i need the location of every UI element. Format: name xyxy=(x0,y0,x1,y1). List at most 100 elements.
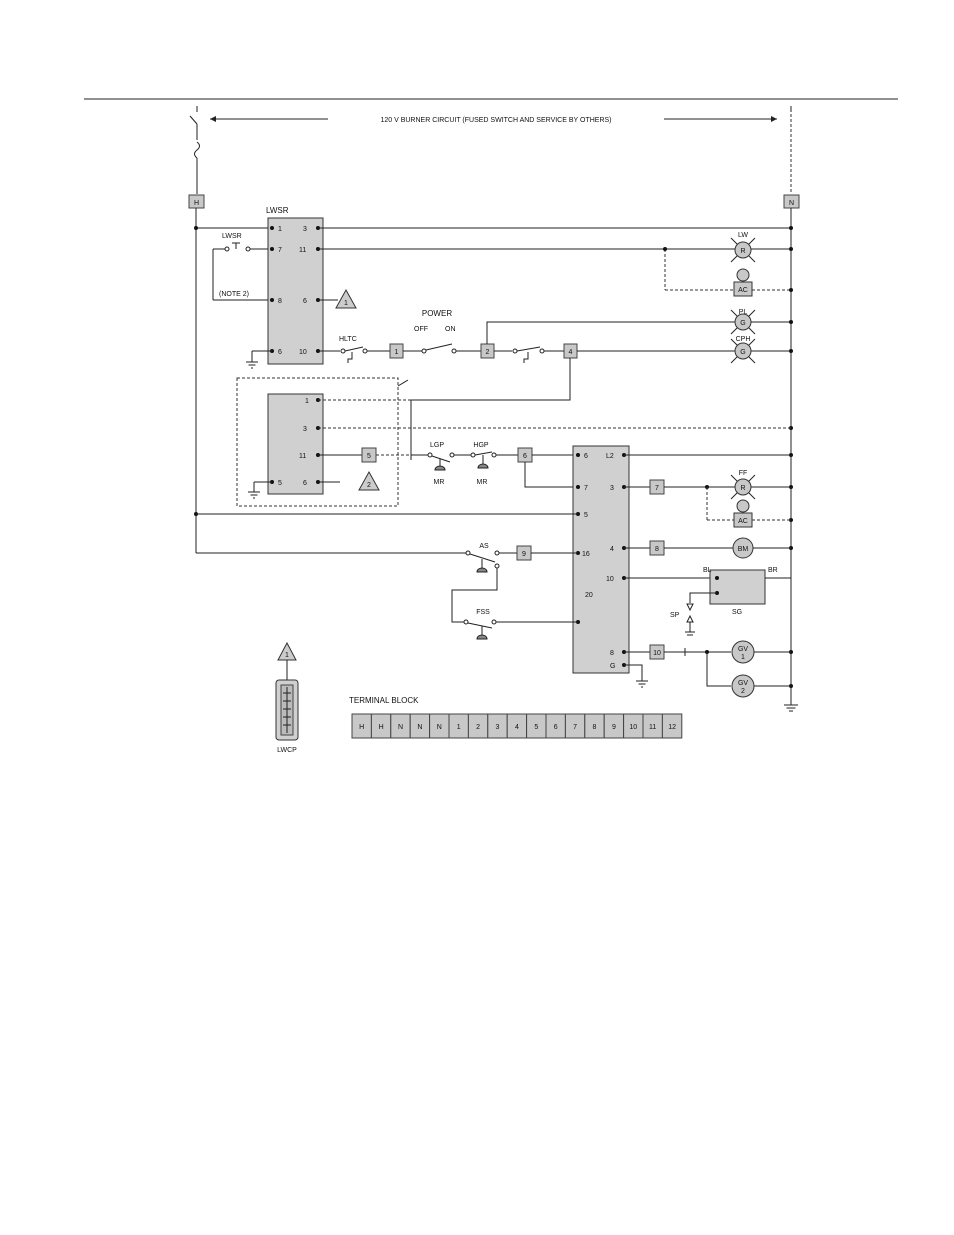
as-switch xyxy=(465,550,500,573)
lw-red-lamp: R xyxy=(730,237,756,263)
svg-text:10: 10 xyxy=(653,650,661,657)
svg-text:6: 6 xyxy=(523,453,527,460)
svg-text:11: 11 xyxy=(299,247,306,254)
terminal-block-cell-label: 11 xyxy=(649,724,656,731)
svg-text:AC: AC xyxy=(738,287,748,294)
svg-text:8: 8 xyxy=(610,650,614,657)
spark-br-label: BR xyxy=(768,567,778,574)
spark-generator-box xyxy=(709,569,766,605)
svg-text:16: 16 xyxy=(582,551,590,558)
svg-text:10: 10 xyxy=(299,349,307,356)
svg-text:G: G xyxy=(740,320,745,327)
pl-lamp-label: PL xyxy=(739,309,748,316)
terminal-block-cell-label: 1 xyxy=(457,724,461,731)
note-2-label: (NOTE 2) xyxy=(219,291,249,298)
svg-text:G: G xyxy=(610,663,615,670)
svg-text:AC: AC xyxy=(738,518,748,525)
svg-text:R: R xyxy=(740,485,745,492)
terminal-block-cell xyxy=(661,713,683,739)
as-label: AS xyxy=(479,543,489,550)
mr-label-2: MR xyxy=(477,479,488,486)
hgp-label: HGP xyxy=(473,442,489,449)
mr-label-1: MR xyxy=(434,479,445,486)
power-on-label: ON xyxy=(445,326,456,333)
lgp-switch xyxy=(427,452,455,471)
svg-text:7: 7 xyxy=(278,247,282,254)
terminal-block-cell-label: H xyxy=(359,724,364,731)
ac-indicator-bottom: AC xyxy=(733,499,753,528)
fss-label: FSS xyxy=(476,609,490,616)
svg-text:1: 1 xyxy=(305,398,309,405)
svg-text:5: 5 xyxy=(584,512,588,519)
fused-switch-symbol xyxy=(189,106,792,194)
svg-text:5: 5 xyxy=(278,480,282,487)
gas-valve-2: GV 2 xyxy=(731,674,755,698)
svg-text:4: 4 xyxy=(569,349,573,356)
svg-text:8: 8 xyxy=(278,298,282,305)
power-switch-label: POWER xyxy=(422,309,452,318)
terminal-block-cell-label: N xyxy=(417,724,422,731)
svg-text:G: G xyxy=(740,349,745,356)
svg-text:1: 1 xyxy=(395,349,399,356)
svg-text:4: 4 xyxy=(610,546,614,553)
svg-text:2: 2 xyxy=(486,349,490,356)
svg-text:10: 10 xyxy=(606,576,614,583)
lwsr-title: LWSR xyxy=(266,206,289,215)
spark-sp-label: SP xyxy=(670,612,680,619)
as-to-fss-wire xyxy=(451,568,498,623)
lw-lamp-label: LW xyxy=(738,232,748,239)
svg-text:L2: L2 xyxy=(606,453,614,460)
svg-text:3: 3 xyxy=(303,426,307,433)
svg-text:BM: BM xyxy=(738,546,749,553)
gas-valve-1: GV 1 xyxy=(731,640,755,664)
svg-text:5: 5 xyxy=(367,453,371,460)
terminal-block-cell-label: N xyxy=(398,724,403,731)
terminal-block-cell-label: 6 xyxy=(554,724,558,731)
svg-text:9: 9 xyxy=(522,551,526,558)
svg-text:GV: GV xyxy=(738,646,748,653)
neutral-label: N xyxy=(789,200,794,207)
svg-text:6: 6 xyxy=(303,298,307,305)
svg-text:1: 1 xyxy=(278,226,282,233)
control-model-label: 20 xyxy=(585,592,593,599)
ac-indicator-top: AC xyxy=(733,268,753,297)
pl-green-lamp: G xyxy=(730,309,756,335)
terminal-block-title: TERMINAL BLOCK xyxy=(349,696,419,705)
power-off-label: OFF xyxy=(414,326,428,333)
terminal-block-cell-label: 9 xyxy=(612,724,616,731)
svg-text:6: 6 xyxy=(584,453,588,460)
svg-text:1: 1 xyxy=(344,300,348,307)
power-switch[interactable] xyxy=(421,343,457,354)
svg-text:1: 1 xyxy=(741,654,745,661)
spark-bl-label: BL xyxy=(703,567,712,574)
neutral-ground-symbol xyxy=(784,704,798,712)
svg-text:8: 8 xyxy=(655,546,659,553)
manual-reset-switch xyxy=(512,346,545,363)
terminal-block-cell-label: 7 xyxy=(573,724,577,731)
note-2-triangle: 2 xyxy=(358,470,380,491)
lwsr-left-terminals: 1 7 8 6 xyxy=(270,226,282,356)
svg-text:3: 3 xyxy=(610,485,614,492)
terminal-block-cell-label: 12 xyxy=(668,724,676,731)
spark-sg-label: SG xyxy=(732,609,742,616)
wire-4-drop xyxy=(410,358,571,460)
note-1-triangle-lwcp: 1 xyxy=(277,641,297,680)
relay2-terminals: 1 3 11 6 5 xyxy=(270,398,320,487)
terminal-block-cell-label: 10 xyxy=(629,724,637,731)
circuit-label: 120 V BURNER CIRCUIT (FUSED SWITCH AND S… xyxy=(380,117,611,124)
lgp-label: LGP xyxy=(430,442,444,449)
svg-text:6: 6 xyxy=(278,349,282,356)
note-1-triangle-top: 1 xyxy=(335,288,357,309)
hgp-switch xyxy=(470,451,497,469)
control-left-terminals: 6 7 5 16 xyxy=(576,453,590,624)
terminal-block-cell-label: 5 xyxy=(534,724,538,731)
svg-text:3: 3 xyxy=(303,226,307,233)
lwcp-probe xyxy=(275,679,299,741)
hltc-label: HLTC xyxy=(339,336,357,343)
ff-lamp-label: FF xyxy=(739,470,748,477)
svg-text:1: 1 xyxy=(285,652,289,659)
svg-text:7: 7 xyxy=(584,485,588,492)
svg-text:2: 2 xyxy=(367,482,371,489)
